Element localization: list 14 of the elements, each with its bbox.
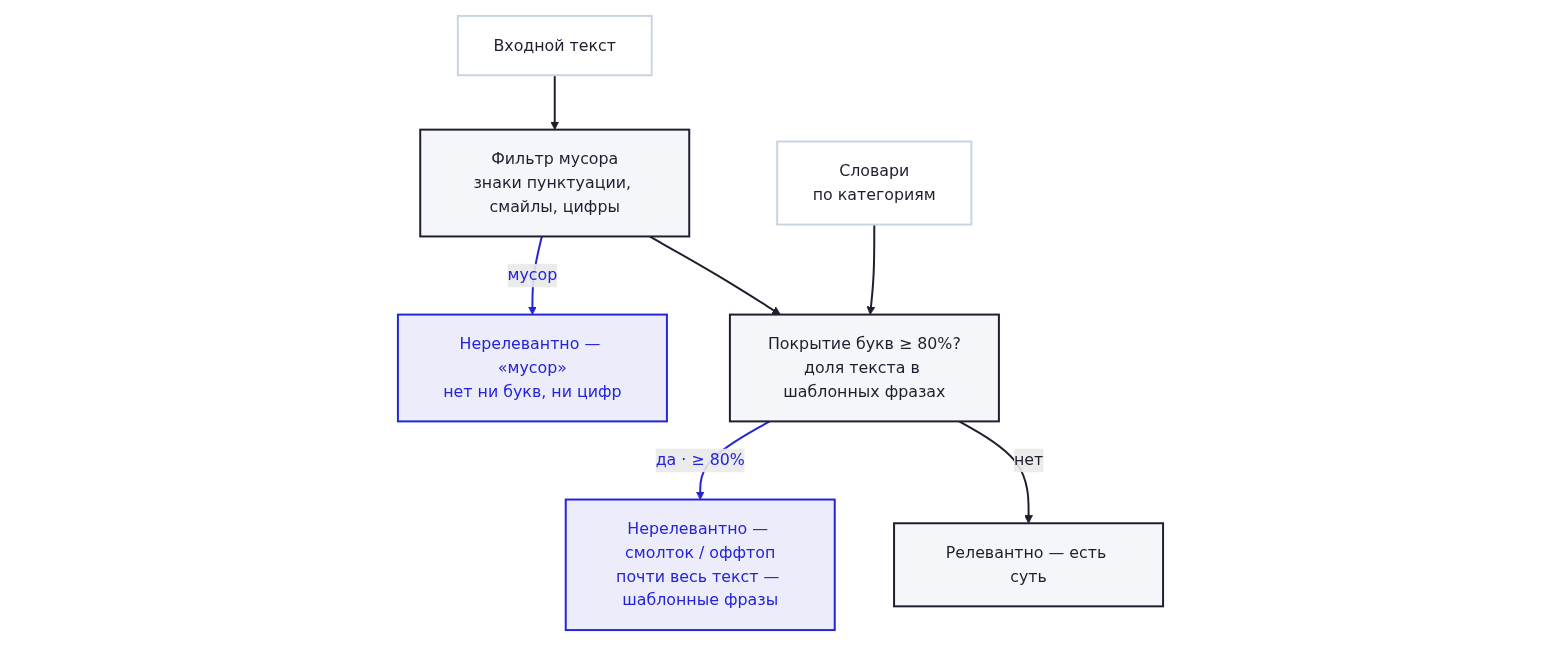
arrow (549, 74, 559, 131)
arrow (957, 420, 1033, 524)
arrow (866, 223, 875, 315)
node-box: Нерелевантно — смолток / оффтоп почти весь текст — шаблонные фразы (564, 498, 836, 632)
node-box: Фильтр мусора знаки пунктуации, смайлы, цифры (418, 128, 690, 238)
edge-label: мусор (507, 265, 557, 285)
arrow (648, 235, 781, 315)
node-box: Входной текст (456, 14, 653, 77)
edge-label: нет (1013, 450, 1043, 470)
node-box: Нерелевантно — «мусор» нет ни букв, ни цифр (396, 313, 668, 423)
edge-label: да · ≥ 80% (655, 450, 745, 470)
node-box: Релевантно — есть суть (892, 522, 1164, 608)
node-box: Покрытие букв ≥ 80%? доля текста в шаблонных фразах (728, 313, 1000, 423)
node-box: Словари по категориям (775, 140, 972, 226)
